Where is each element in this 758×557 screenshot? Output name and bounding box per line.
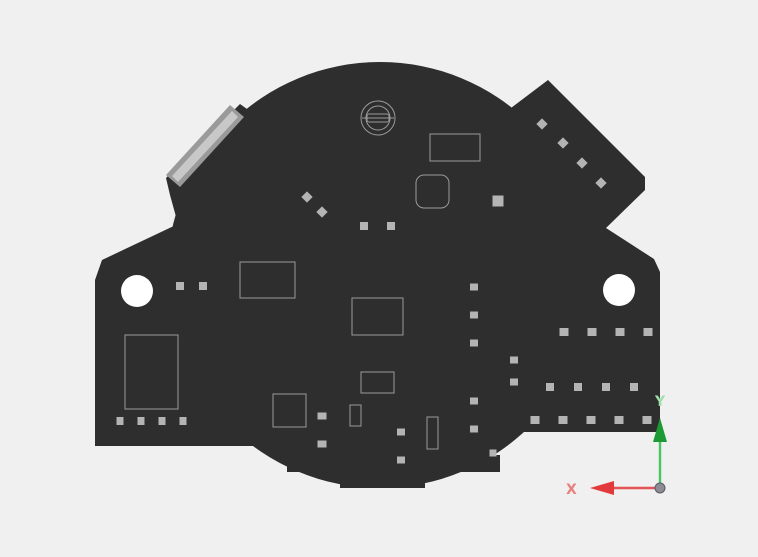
smd-pad	[492, 195, 504, 207]
smd-pad	[470, 397, 478, 405]
smd-pad	[595, 177, 607, 189]
axis-triad[interactable]: X Y	[566, 394, 667, 498]
smd-pad	[360, 222, 368, 230]
smd-pad	[470, 425, 478, 433]
smd-pad	[630, 383, 638, 391]
smd-pad	[559, 328, 569, 336]
smd-pad	[530, 416, 540, 424]
ic-top	[429, 133, 481, 162]
smd-pad	[316, 206, 328, 218]
smd-pad	[546, 383, 554, 391]
smd-pads	[116, 118, 653, 464]
smd-pad	[317, 412, 327, 420]
capacitor-outline	[426, 416, 439, 450]
smd-pad	[602, 383, 610, 391]
smd-pad	[387, 222, 395, 230]
smd-pad	[317, 440, 327, 448]
pcb-board[interactable]	[95, 62, 660, 488]
ic-left	[239, 261, 296, 299]
ic-square	[272, 393, 307, 428]
ic-center	[351, 297, 404, 336]
smd-pad	[116, 417, 124, 425]
smd-pad	[557, 137, 569, 149]
smd-pad	[176, 282, 184, 290]
resistor-outline	[349, 404, 362, 427]
smd-pad	[199, 282, 207, 290]
x-axis-label: X	[566, 482, 577, 498]
smd-pad	[576, 157, 588, 169]
smd-pad	[397, 456, 405, 464]
axis-origin	[654, 482, 666, 494]
x-axis-arrow	[590, 481, 614, 495]
component-outlines	[124, 133, 481, 450]
smd-pad	[586, 416, 596, 424]
smd-pad	[470, 311, 478, 319]
smd-pad	[510, 378, 518, 386]
smd-pad	[642, 416, 652, 424]
mounting-hole-left	[121, 275, 153, 307]
smd-pad	[587, 328, 597, 336]
ffc-connector	[166, 105, 244, 187]
smd-pad	[470, 283, 478, 291]
smd-pad	[574, 383, 582, 391]
smd-pad	[158, 417, 166, 425]
smd-pad	[301, 191, 313, 203]
smd-pad	[489, 449, 497, 457]
sensor-rounded	[415, 174, 450, 209]
smd-pad	[615, 328, 625, 336]
smd-pad	[137, 417, 145, 425]
smd-pad	[179, 417, 187, 425]
smd-pad	[558, 416, 568, 424]
y-axis-label: Y	[654, 394, 666, 410]
smd-pad	[510, 356, 518, 364]
buzzer-outline	[360, 100, 396, 136]
y-axis-arrow	[653, 418, 667, 442]
board-round-body	[167, 62, 593, 488]
smd-pad	[397, 428, 405, 436]
smd-pad	[643, 328, 653, 336]
smd-pad	[470, 339, 478, 347]
smd-pad	[614, 416, 624, 424]
ic-small	[360, 371, 395, 394]
mounting-hole-right	[603, 274, 635, 306]
battery-holder	[124, 334, 179, 410]
